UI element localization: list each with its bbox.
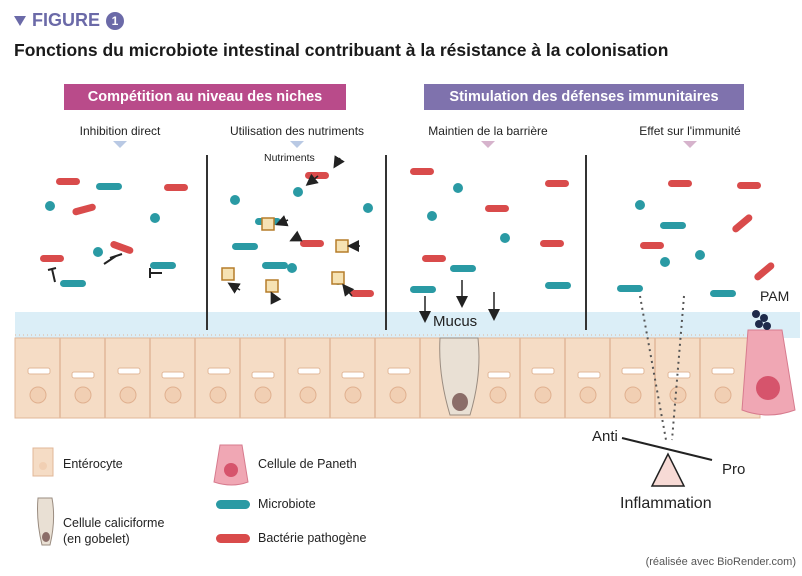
down-triangle-icon xyxy=(683,141,697,148)
figure-label: FIGURE 1 xyxy=(14,10,125,31)
anti-label: Anti xyxy=(592,428,618,445)
banner-niche-competition: Compétition au niveau des niches xyxy=(64,84,346,110)
panel-title-text: Effet sur l'immunité xyxy=(639,124,741,138)
panel-title-nutrients: Utilisation des nutriments xyxy=(212,124,382,148)
mucus-label: Mucus xyxy=(433,313,478,330)
inflammation-label: Inflammation xyxy=(620,495,712,512)
legend-paneth-label: Cellule de Paneth xyxy=(258,457,357,471)
balance-scale xyxy=(621,437,713,487)
panel-title-immunity: Effet sur l'immunité xyxy=(610,124,770,148)
epithelium xyxy=(14,334,761,419)
bacteria-cluster xyxy=(40,168,775,297)
panel-title-inhibition: Inhibition direct xyxy=(50,124,190,148)
down-triangle-icon xyxy=(290,141,304,148)
pam-label: PAM xyxy=(760,288,790,304)
legend-microbiota-icon xyxy=(216,500,250,509)
mucus-layer xyxy=(15,312,800,338)
paneth-cell xyxy=(741,310,796,416)
down-triangle-icon xyxy=(113,141,127,148)
immune-signal-lines xyxy=(639,295,685,441)
panel-title-text: Maintien de la barrière xyxy=(428,124,548,138)
legend-goblet-label: Cellule caliciforme (en gobelet) xyxy=(63,516,165,546)
legend-pathogen-label: Bactérie pathogène xyxy=(258,531,367,545)
inhibition-symbols xyxy=(47,253,162,283)
legend-pathogen-icon xyxy=(216,534,250,543)
pro-label: Pro xyxy=(722,461,746,478)
nutrients-label: Nutriments xyxy=(264,152,315,164)
credit-text: (réalisée avec BioRender.com) xyxy=(645,556,796,568)
legend-enterocyte-icon xyxy=(32,447,54,477)
panel-title-text: Utilisation des nutriments xyxy=(229,124,365,138)
collapse-triangle-icon xyxy=(14,15,26,26)
figure-label-text: FIGURE xyxy=(32,10,101,30)
goblet-cell xyxy=(439,337,480,416)
figure-number-badge: 1 xyxy=(106,11,125,30)
barrier-arrows xyxy=(419,280,500,323)
panel-title-text: Inhibition direct xyxy=(79,124,161,138)
nutrient-boxes xyxy=(221,155,360,305)
legend-paneth-icon xyxy=(213,444,249,486)
legend-microbiota-label: Microbiote xyxy=(258,497,316,511)
panel-title-barrier: Maintien de la barrière xyxy=(408,124,568,148)
legend-goblet-icon xyxy=(37,497,55,546)
down-triangle-icon xyxy=(481,141,495,148)
figure-title: Fonctions du microbiote intestinal contr… xyxy=(14,40,669,60)
banner-immune-stimulation: Stimulation des défenses immunitaires xyxy=(424,84,744,110)
legend-enterocyte-label: Entérocyte xyxy=(63,457,123,471)
